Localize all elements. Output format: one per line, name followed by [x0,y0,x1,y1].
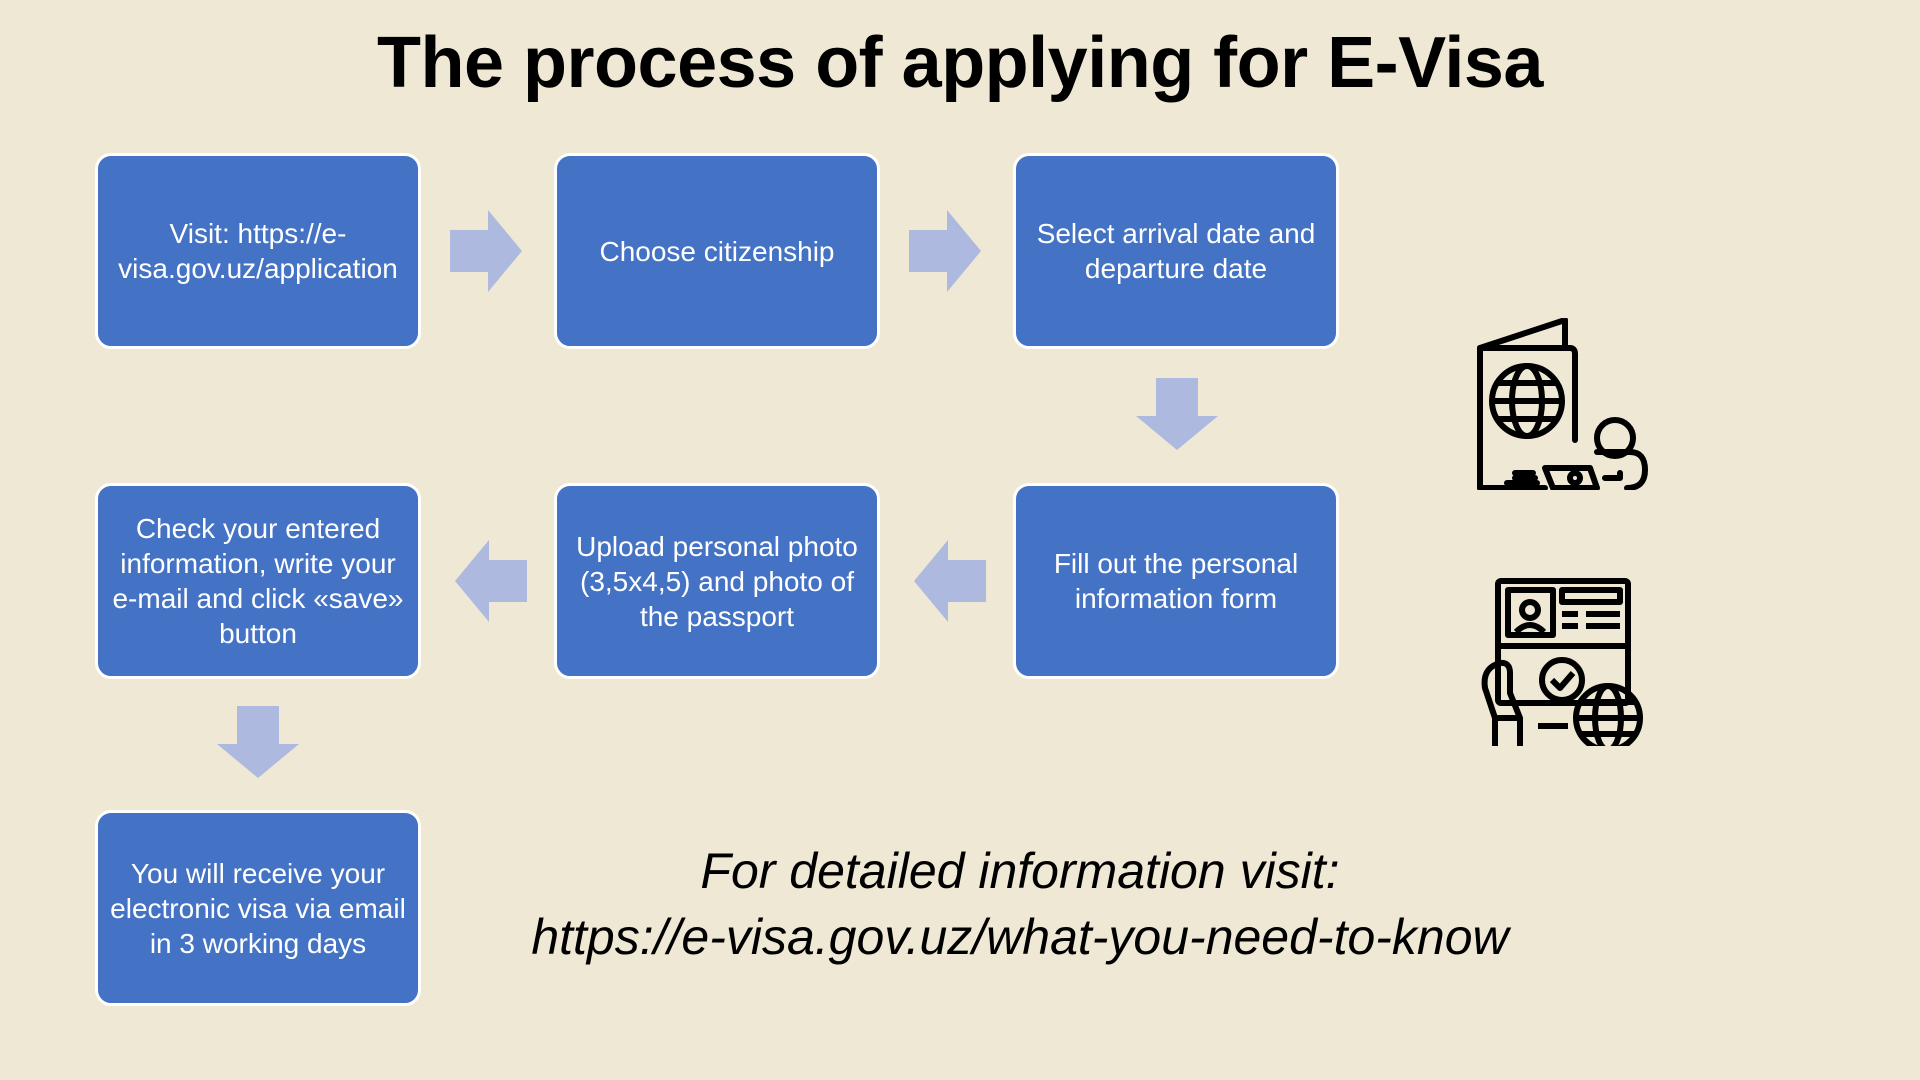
arrow-down-icon [1136,378,1218,450]
step-1-box: Visit: https://e-visa.gov.uz/application [95,153,421,349]
footer-link[interactable]: https://e-visa.gov.uz/what-you-need-to-k… [531,909,1509,965]
footer-info: For detailed information visit: https://… [480,838,1560,970]
step-3-box: Select arrival date and departure date [1013,153,1339,349]
step-7-box: You will receive your electronic visa vi… [95,810,421,1006]
page-title: The process of applying for E-Visa [377,23,1543,103]
arrow-left-icon [455,540,527,622]
step-5-box: Upload personal photo (3,5x4,5) and phot… [554,483,880,679]
arrow-left-icon [914,540,986,622]
footer-line-1: For detailed information visit: [700,843,1340,899]
step-4-text: Fill out the personal information form [1053,548,1299,614]
arrow-down-icon [217,706,299,778]
step-5-text: Upload personal photo (3,5x4,5) and phot… [576,530,858,632]
step-1-text: Visit: https://e-visa.gov.uz/application [118,218,398,284]
step-2-text: Choose citizenship [599,235,835,267]
id-card-hand-globe-icon [1481,578,1643,746]
arrow-right-icon [909,210,981,292]
step-3-text: Select arrival date and departure date [1036,218,1316,284]
step-6-box: Check your entered information, write yo… [95,483,421,679]
step-7-text: You will receive your electronic visa vi… [110,857,406,959]
step-4-box: Fill out the personal information form [1013,483,1339,679]
step-6-text: Check your entered information, write yo… [112,513,404,649]
step-2-box: Choose citizenship [554,153,880,349]
passport-globe-laptop-icon [1477,318,1648,490]
arrow-right-icon [450,210,522,292]
